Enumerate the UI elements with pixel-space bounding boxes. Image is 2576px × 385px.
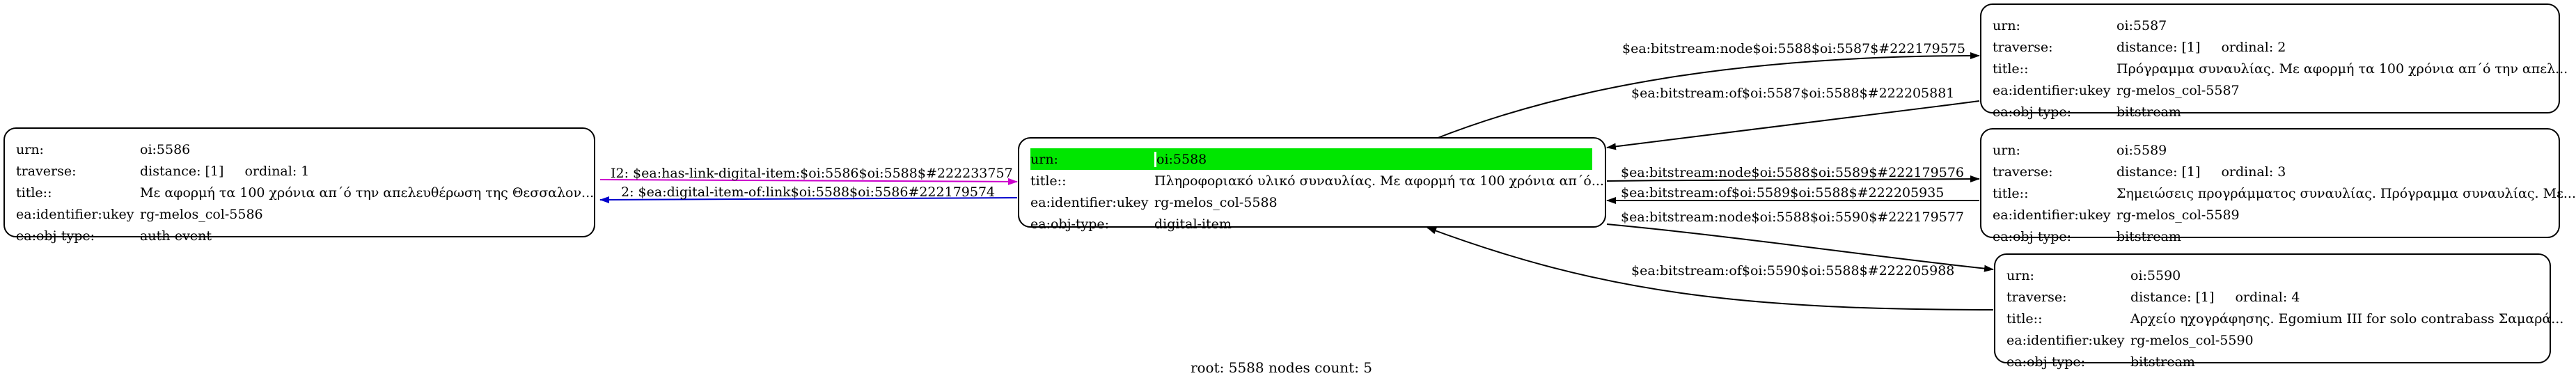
- edge-bitstream-node-5587: [1434, 52, 1980, 140]
- node-row-urn: urn:oi:5590: [2006, 267, 2181, 283]
- node-row-urn: urn:oi:5588: [1030, 148, 1592, 170]
- node-row-obj-type: ea:obj-type:digital-item: [1030, 216, 1232, 232]
- node-5586[interactable]: urn:oi:5586 traverse:distance: [1]ordina…: [3, 127, 595, 244]
- edge-has-link-digital-item: [599, 178, 1018, 185]
- node-row-urn: urn:oi:5587: [1993, 17, 2167, 33]
- node-row-title: title::Σημειώσεις προγράμματος συναυλίας…: [1993, 185, 2576, 201]
- edge-label-bitstream-of-5589: $ea:bitstream:of$oi:5589$oi:5588$#222205…: [1621, 185, 1944, 201]
- edge-digital-item-of: [599, 196, 1018, 203]
- node-row-traverse: traverse:distance: [1]ordinal: 3: [1993, 164, 2286, 180]
- edge-bitstream-node-5589: [1606, 175, 1980, 183]
- edge-label-has-link-digital-item: I2: $ea:has-link-digital-item:$oi:5586$o…: [611, 166, 1013, 181]
- edge-label-bitstream-of-5590: $ea:bitstream:of$oi:5590$oi:5588$#222205…: [1631, 263, 1954, 278]
- node-row-obj-type: ea:obj-type:bitstream: [1993, 104, 2181, 120]
- node-row-obj-type: ea:obj-type:bitstream: [1993, 228, 2181, 244]
- node-row-title: title::Πρόγραμμα συναυλίας. Με αφορμή τα…: [1993, 61, 2568, 77]
- node-row-traverse: traverse:distance: [1]ordinal: 4: [2006, 289, 2300, 305]
- node-5588-root[interactable]: urn:oi:5588 title::Πληροφοριακό υλικό συ…: [1018, 137, 1606, 232]
- edge-bitstream-node-5590: [1606, 223, 1994, 272]
- edge-label-bitstream-node-5589: $ea:bitstream:node$oi:5588$oi:5589$#2221…: [1621, 165, 1964, 180]
- edge-label-bitstream-of-5587: $ea:bitstream:of$oi:5587$oi:5588$#222205…: [1631, 86, 1954, 101]
- node-row-urn: urn:oi:5589: [1993, 142, 2167, 158]
- node-5587[interactable]: urn:oi:5587 traverse:distance: [1]ordina…: [1980, 3, 2568, 120]
- edge-bitstream-of-5590: [1427, 227, 1994, 311]
- node-row-traverse: traverse:distance: [1]ordinal: 1: [16, 163, 310, 179]
- node-row-urn: urn:oi:5586: [16, 141, 191, 157]
- edge-label-bitstream-node-5587: $ea:bitstream:node$oi:5588$oi:5587$#2221…: [1622, 41, 1965, 56]
- node-row-obj-type: ea:obj-type:auth-event: [16, 228, 212, 244]
- node-row-title: title::Με αφορμή τα 100 χρόνια απ΄ό την …: [16, 184, 595, 201]
- edge-bitstream-of-5587: [1606, 100, 1980, 150]
- node-5589[interactable]: urn:oi:5589 traverse:distance: [1]ordina…: [1980, 128, 2576, 244]
- node-row-title: title::Πληροφοριακό υλικό συναυλίας. Με …: [1030, 173, 1604, 189]
- edge-label-digital-item-of: 2: $ea:digital-item-of:link$oi:5588$oi:5…: [621, 184, 995, 200]
- node-row-obj-type: ea:obj-type:bitstream: [2006, 354, 2195, 370]
- edge-label-bitstream-node-5590: $ea:bitstream:node$oi:5588$oi:5590$#2221…: [1621, 210, 1964, 225]
- graph-caption: root: 5588 nodes count: 5: [1190, 359, 1373, 376]
- node-row-title: title::Αρχείο ηχογράφησης. Egomium III f…: [2006, 311, 2564, 327]
- node-row-traverse: traverse:distance: [1]ordinal: 2: [1993, 39, 2286, 55]
- node-5590[interactable]: urn:oi:5590 traverse:distance: [1]ordina…: [1994, 253, 2564, 370]
